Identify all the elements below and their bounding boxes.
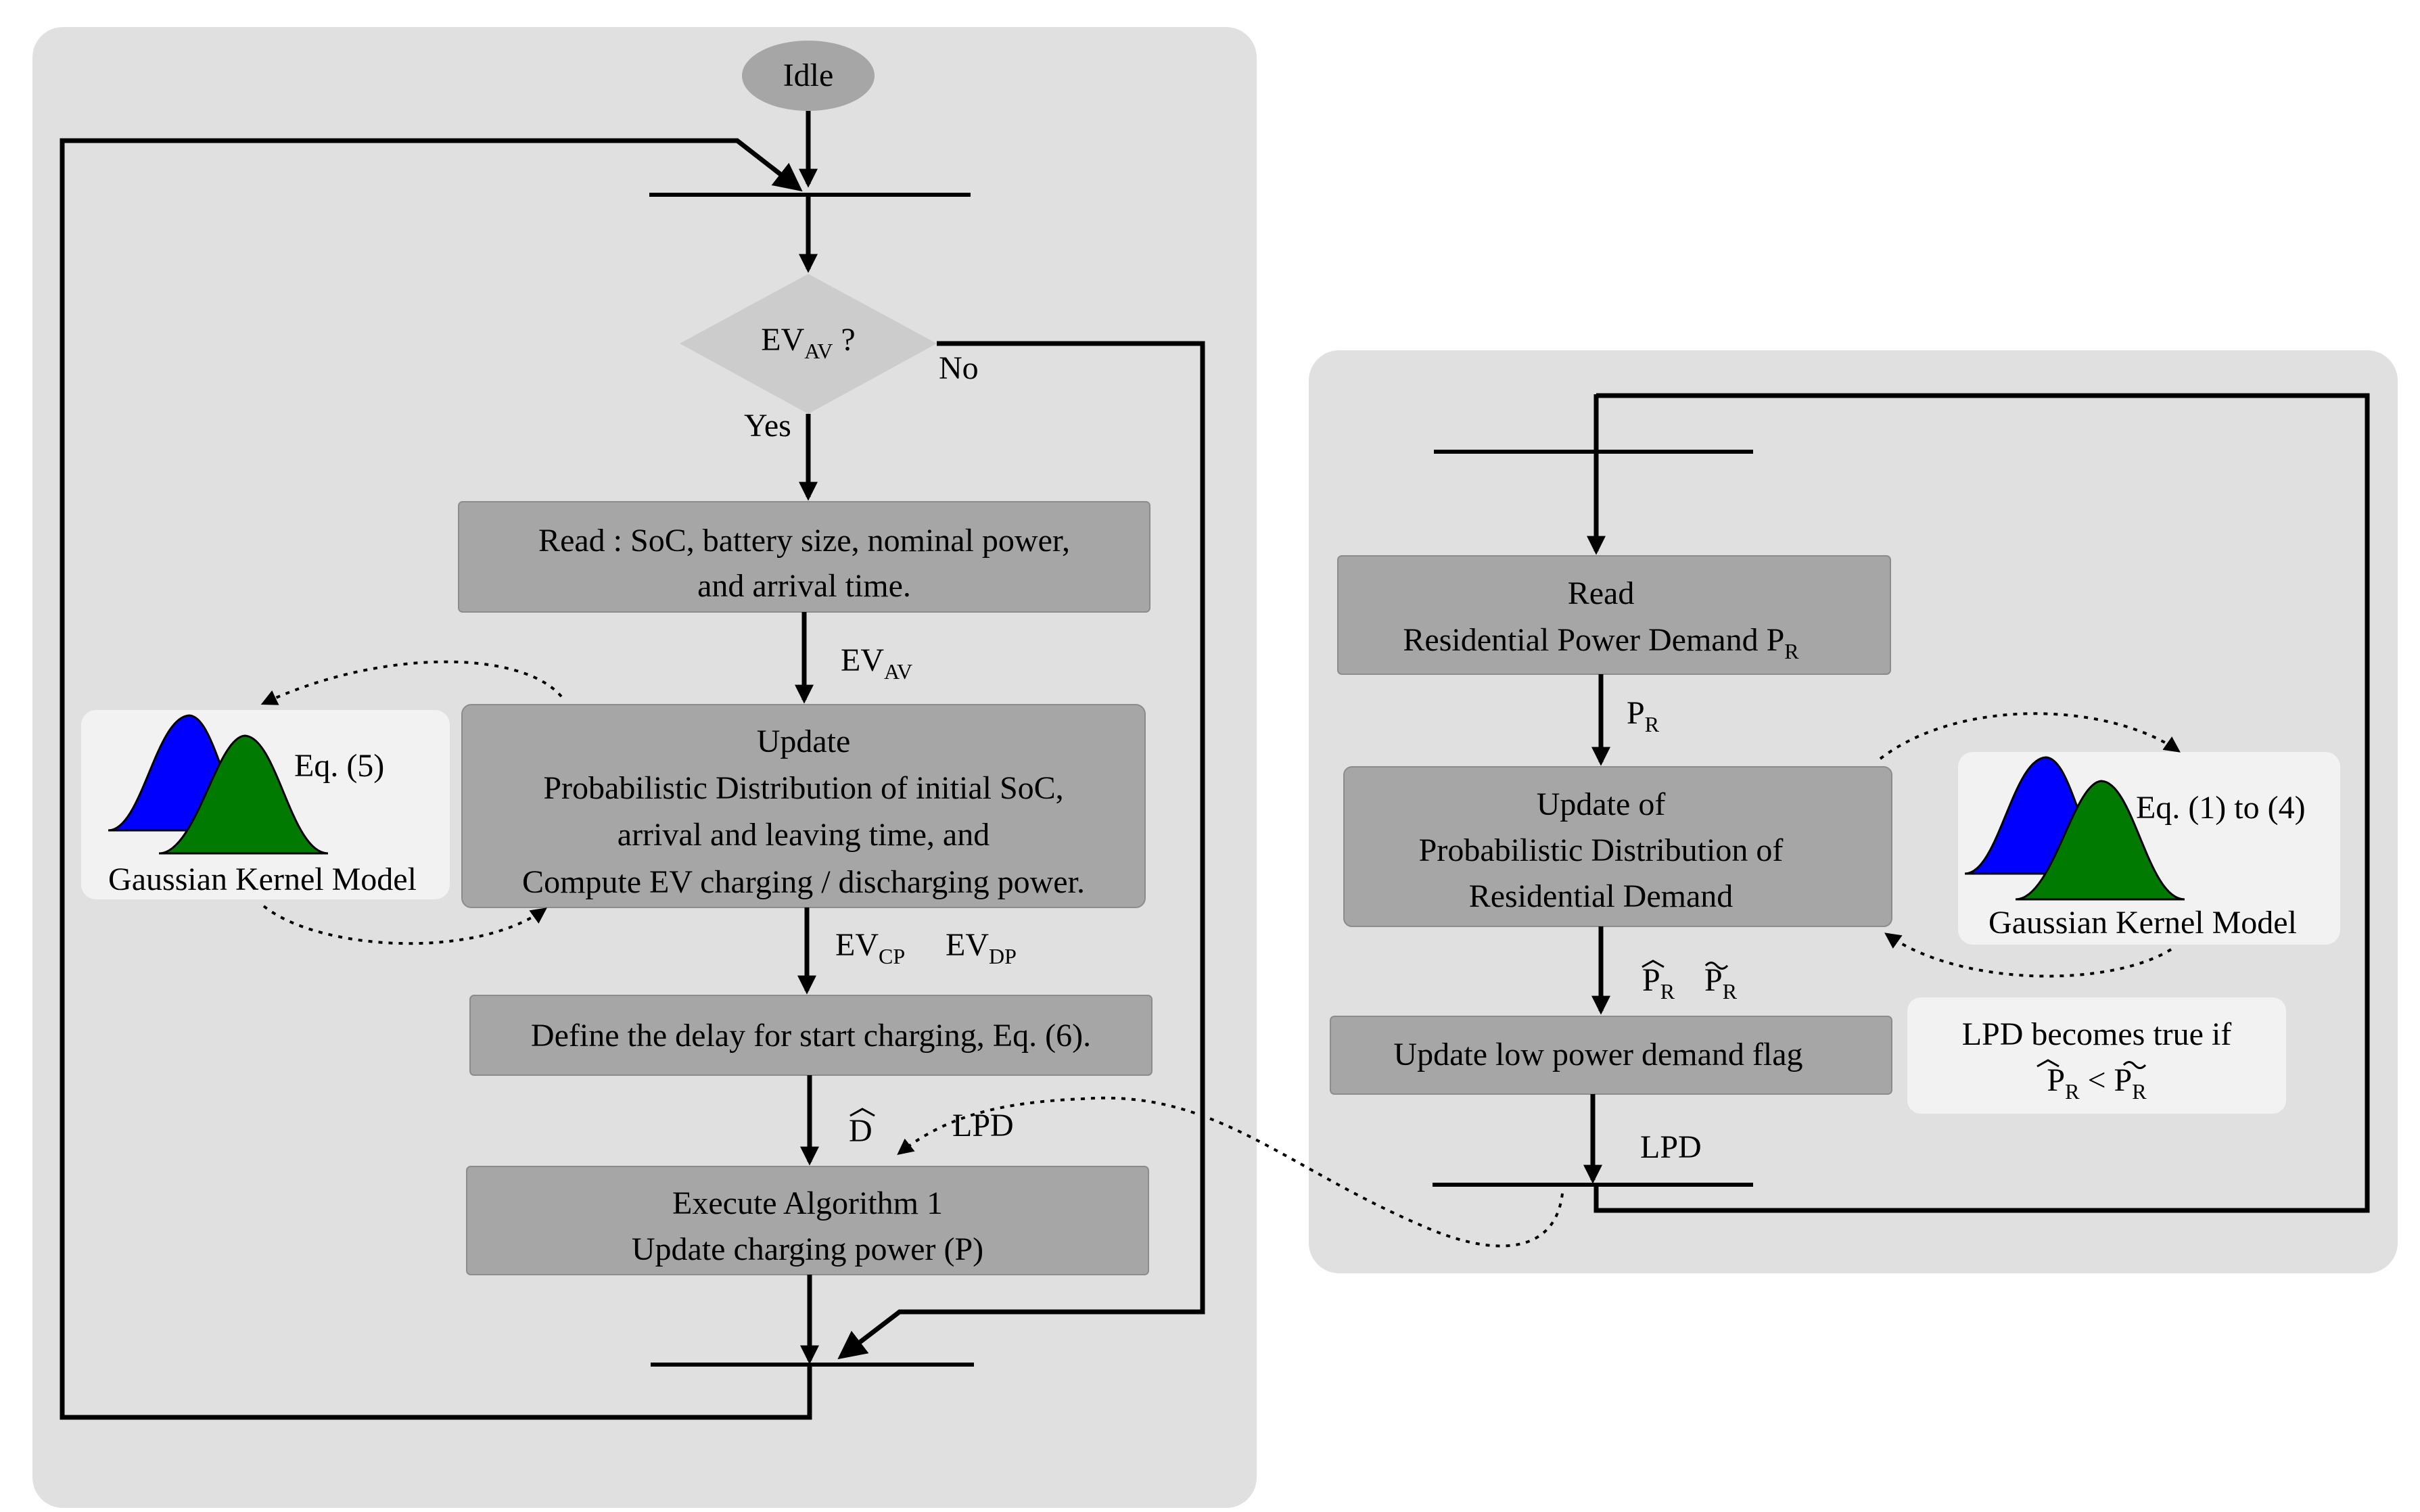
cond-tilde-accent — [2122, 1061, 2147, 1069]
left-kernel-label: Gaussian Kernel Model — [108, 861, 417, 897]
idle-label: Idle — [783, 57, 834, 93]
left-gaussian-green-icon — [158, 734, 329, 855]
return-loop-line — [60, 138, 812, 1420]
label-ev-cp: EVCP — [835, 927, 905, 968]
read-residential-line1: Read — [1568, 575, 1635, 611]
update-ev-line3: arrival and leaving time, and — [618, 817, 990, 853]
execute-line1: Execute Algorithm 1 — [672, 1185, 943, 1221]
right-return-loop — [1593, 393, 2370, 1213]
update-residential-line2: Probabilistic Distribution of — [1419, 832, 1784, 868]
right-kernel-label: Gaussian Kernel Model — [1988, 905, 2297, 941]
update-residential-line3: Residential Demand — [1469, 878, 1733, 914]
decision-yes-label: Yes — [744, 408, 791, 444]
update-ev-line4: Compute EV charging / discharging power. — [522, 864, 1085, 900]
label-p-hat: PR — [1642, 962, 1675, 1003]
read-ev-data-line1: Read : SoC, battery size, nominal power, — [538, 523, 1070, 559]
update-flag-label: Update low power demand flag — [1393, 1037, 1802, 1072]
label-d-hat: D — [849, 1113, 872, 1149]
update-flag-box — [1330, 1016, 1892, 1095]
no-branch-line — [837, 341, 1205, 1360]
dotted-lpd-link — [897, 1096, 1564, 1248]
label-ev-av: EVAV — [841, 642, 912, 684]
label-ev-dp: EVDP — [946, 927, 1017, 968]
cond-hat-accent — [2037, 1059, 2060, 1068]
lpd-condition-line1: LPD becomes true if — [1962, 1016, 2232, 1052]
label-lpd-right: LPD — [1640, 1129, 1702, 1165]
dotted-kernel-to-update — [262, 905, 547, 945]
read-residential-box — [1337, 555, 1891, 675]
update-ev-line2: Probabilistic Distribution of initial So… — [543, 770, 1063, 806]
dotted-kernel-to-residential — [1884, 932, 2172, 978]
p-hat-accent — [1642, 960, 1665, 968]
read-ev-data-line2: and arrival time. — [697, 568, 911, 604]
update-ev-line1: Update — [757, 724, 851, 759]
d-hat-accent — [850, 1108, 875, 1117]
right-kernel-eq: Eq. (1) to (4) — [2136, 790, 2306, 826]
decision-label: EVAV ? — [761, 322, 855, 363]
define-delay-label: Define the delay for start charging, Eq.… — [531, 1018, 1091, 1054]
label-lpd-left: LPD — [952, 1108, 1014, 1143]
execute-line2: Update charging power (P) — [632, 1231, 983, 1267]
label-pr: PR — [1627, 695, 1660, 736]
p-tilde-accent — [1704, 962, 1729, 970]
update-residential-line1: Update of — [1537, 786, 1666, 822]
left-kernel-eq: Eq. (5) — [294, 748, 384, 784]
update-residential-box — [1343, 766, 1892, 927]
lpd-condition-box — [1907, 997, 2286, 1114]
decision-ev-available — [680, 274, 937, 414]
decision-no-label: No — [939, 350, 979, 386]
read-residential-line2: Residential Power Demand PR — [1403, 622, 1799, 663]
right-gaussian-green-icon — [2015, 780, 2185, 901]
idle-node — [742, 41, 875, 111]
dotted-residential-to-kernel — [1879, 712, 2181, 760]
update-ev-distribution-box — [461, 704, 1146, 908]
lpd-condition-line2: PR < PR — [2047, 1062, 2147, 1104]
